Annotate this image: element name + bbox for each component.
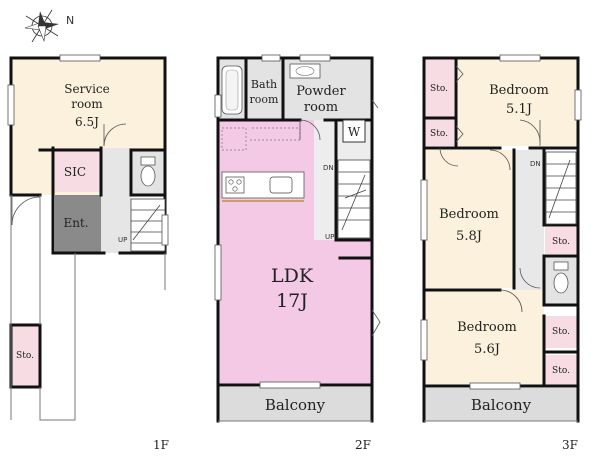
washer-label: W [348, 125, 361, 139]
storage-3f-b-label: Sto. [430, 129, 448, 139]
bedroom-1-size: 5.1J [506, 102, 532, 117]
entrance [55, 195, 101, 253]
hall-3f [514, 150, 544, 290]
sic-room [55, 148, 101, 192]
sink-icon [289, 63, 321, 79]
bedroom-1-label: Bedroom [489, 83, 549, 98]
ldk-size: 17J [276, 290, 308, 312]
storage-3f-a-label: Sto. [430, 84, 448, 94]
floor-label-1f: 1F [153, 438, 169, 452]
floor-2f [214, 54, 381, 423]
storage-3f-e [545, 355, 577, 385]
toilet-icon [140, 156, 156, 187]
bathtub-icon [221, 65, 243, 115]
bathroom-label-2: room [250, 93, 280, 106]
powder-room-label: Powder [296, 84, 346, 99]
stairs-3f-dn-label: DN [530, 160, 541, 168]
floor-1f [7, 54, 169, 421]
stairs-2f-up-label: UP [325, 233, 334, 241]
bedroom-3-size: 5.6J [474, 342, 500, 357]
service-room-label-2: room [71, 97, 103, 111]
hall-1f [101, 148, 131, 253]
stairs-2f-dn-label: DN [323, 164, 334, 172]
balcony-3f [424, 388, 578, 421]
stairs-3f [545, 151, 577, 225]
balcony-2f [218, 387, 372, 421]
bedroom-2 [424, 150, 514, 288]
storage-3f-d-label: Sto. [552, 327, 570, 337]
bedroom-1 [456, 58, 578, 146]
stairs-1f [130, 198, 166, 252]
storage-3f-e-label: Sto. [552, 366, 570, 376]
storage-1f [11, 326, 40, 386]
balcony-2f-label: Balcony [265, 396, 326, 414]
bedroom-3-label: Bedroom [457, 320, 517, 335]
floor-3f [420, 54, 582, 423]
storage-1f-label: Sto. [16, 351, 34, 361]
storage-3f-a [424, 58, 454, 118]
bedroom-2-size: 5.8J [456, 229, 482, 244]
storage-3f-c-label: Sto. [552, 237, 570, 247]
bedroom-3 [424, 290, 544, 386]
washer-icon [342, 119, 366, 143]
compass-north-label: N [66, 14, 74, 27]
bathroom-label: Bath [251, 78, 277, 91]
entrance-label: Ent. [63, 216, 88, 230]
kitchen-counter [221, 171, 305, 202]
toilet-icon-3f [553, 261, 569, 294]
stairs-2f [337, 159, 371, 239]
storage-3f-c [545, 227, 577, 254]
compass-icon [24, 9, 59, 43]
ldk-label: LDK [271, 265, 314, 287]
storage-3f-d [545, 316, 577, 348]
sic-label: SIC [64, 165, 86, 179]
service-room-label: Service [64, 82, 110, 96]
service-room-size: 6.5J [75, 115, 99, 129]
balcony-3f-label: Balcony [471, 396, 532, 414]
powder-room-label-2: room [304, 100, 338, 115]
floor-label-3f: 3F [562, 438, 578, 452]
stairs-1f-up-label: UP [118, 236, 127, 244]
floor-label-2f: 2F [355, 438, 371, 452]
storage-3f-b [424, 118, 454, 146]
bedroom-2-label: Bedroom [439, 207, 499, 222]
